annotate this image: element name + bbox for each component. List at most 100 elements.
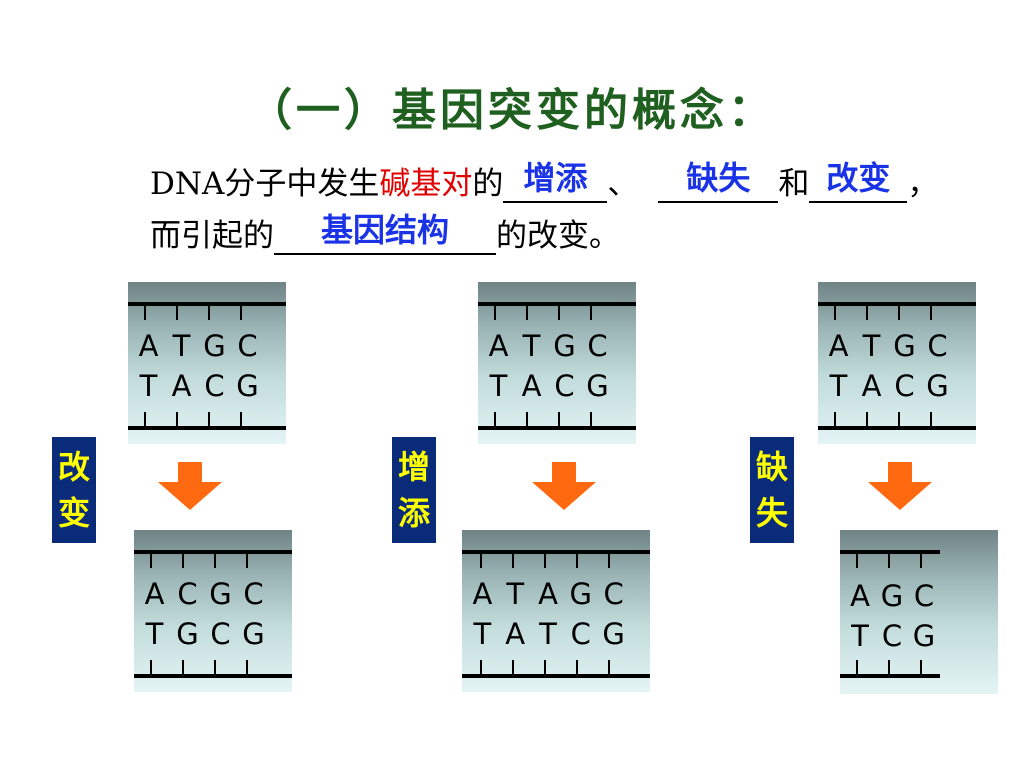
base: A xyxy=(861,369,882,403)
tick xyxy=(856,660,858,674)
tick xyxy=(494,412,496,426)
blank-3: 改变 xyxy=(809,159,908,203)
blank-2: 缺失 xyxy=(658,159,779,203)
page-title: （一）基因突变的概念： xyxy=(248,85,776,136)
tick xyxy=(608,554,610,568)
base: G xyxy=(203,329,226,363)
mutation-label-deletion: 缺 失 xyxy=(750,437,794,543)
base: C xyxy=(587,329,608,363)
base: T xyxy=(522,329,541,363)
backbone-top xyxy=(462,550,650,554)
tick xyxy=(512,554,514,568)
backbone-top xyxy=(818,302,976,306)
base: C xyxy=(570,617,591,651)
answer-1: 增添 xyxy=(523,159,588,197)
tick xyxy=(834,412,836,426)
tick xyxy=(888,554,890,568)
tick xyxy=(240,412,242,426)
tick xyxy=(150,660,152,674)
base: C xyxy=(913,579,935,613)
tick xyxy=(512,660,514,674)
tick xyxy=(888,660,890,674)
label-char: 添 xyxy=(397,494,430,532)
tick xyxy=(920,660,922,674)
base: T xyxy=(829,369,848,403)
tick xyxy=(144,412,146,426)
backbone-top xyxy=(128,302,286,306)
base: A xyxy=(505,617,526,651)
base: G xyxy=(242,617,265,651)
base: C xyxy=(881,619,903,653)
base: T xyxy=(489,369,508,403)
base: T xyxy=(145,617,164,651)
text-comma: ， xyxy=(907,166,939,202)
base: G xyxy=(926,369,949,403)
base: G xyxy=(586,369,609,403)
backbone-bottom xyxy=(840,674,940,678)
text-prefix: DNA分子中发生 xyxy=(150,166,380,202)
base: A xyxy=(138,329,159,363)
base: A xyxy=(144,577,165,611)
base: C xyxy=(204,369,225,403)
tick xyxy=(590,412,592,426)
label-char: 改 xyxy=(57,448,90,486)
label-char: 缺 xyxy=(755,448,788,486)
tick xyxy=(576,660,578,674)
base: C xyxy=(894,369,915,403)
base: G xyxy=(880,579,904,613)
base: G xyxy=(569,577,593,611)
base: A xyxy=(538,577,558,611)
tick xyxy=(834,306,836,320)
tick xyxy=(214,660,216,674)
tick xyxy=(176,306,178,320)
backbone-bottom xyxy=(134,674,292,678)
label-char: 失 xyxy=(755,494,788,532)
backbone-top xyxy=(478,302,636,306)
base: A xyxy=(521,369,542,403)
tick xyxy=(558,306,560,320)
base: C xyxy=(554,369,575,403)
base: G xyxy=(893,329,916,363)
base: T xyxy=(172,329,191,363)
label-char: 变 xyxy=(57,494,90,532)
down-arrow-icon xyxy=(868,462,932,510)
answer-3: 改变 xyxy=(826,159,891,197)
text-sep: 、 xyxy=(607,166,639,202)
text-he: 和 xyxy=(778,166,810,202)
base: G xyxy=(553,329,576,363)
base: T xyxy=(473,617,492,651)
tick xyxy=(176,412,178,426)
backbone-bottom xyxy=(478,426,636,430)
label-char: 增 xyxy=(397,448,430,486)
base: G xyxy=(176,617,199,651)
base: C xyxy=(603,577,624,611)
tick xyxy=(920,554,922,568)
tick xyxy=(608,660,610,674)
tick xyxy=(480,554,482,568)
base: C xyxy=(177,577,198,611)
tick xyxy=(214,554,216,568)
tick xyxy=(246,660,248,674)
tick xyxy=(480,660,482,674)
base: A xyxy=(828,329,849,363)
base: C xyxy=(237,329,258,363)
answer-4: 基因结构 xyxy=(320,211,449,249)
base: T xyxy=(539,617,557,651)
tick xyxy=(930,412,932,426)
base: T xyxy=(139,369,158,403)
tick xyxy=(182,660,184,674)
base: A xyxy=(850,579,870,613)
base: C xyxy=(210,617,231,651)
base: A xyxy=(171,369,192,403)
text-suffix-2: 的改变。 xyxy=(496,218,620,254)
mutation-label-insertion: 增 添 xyxy=(392,437,436,543)
base: C xyxy=(243,577,264,611)
